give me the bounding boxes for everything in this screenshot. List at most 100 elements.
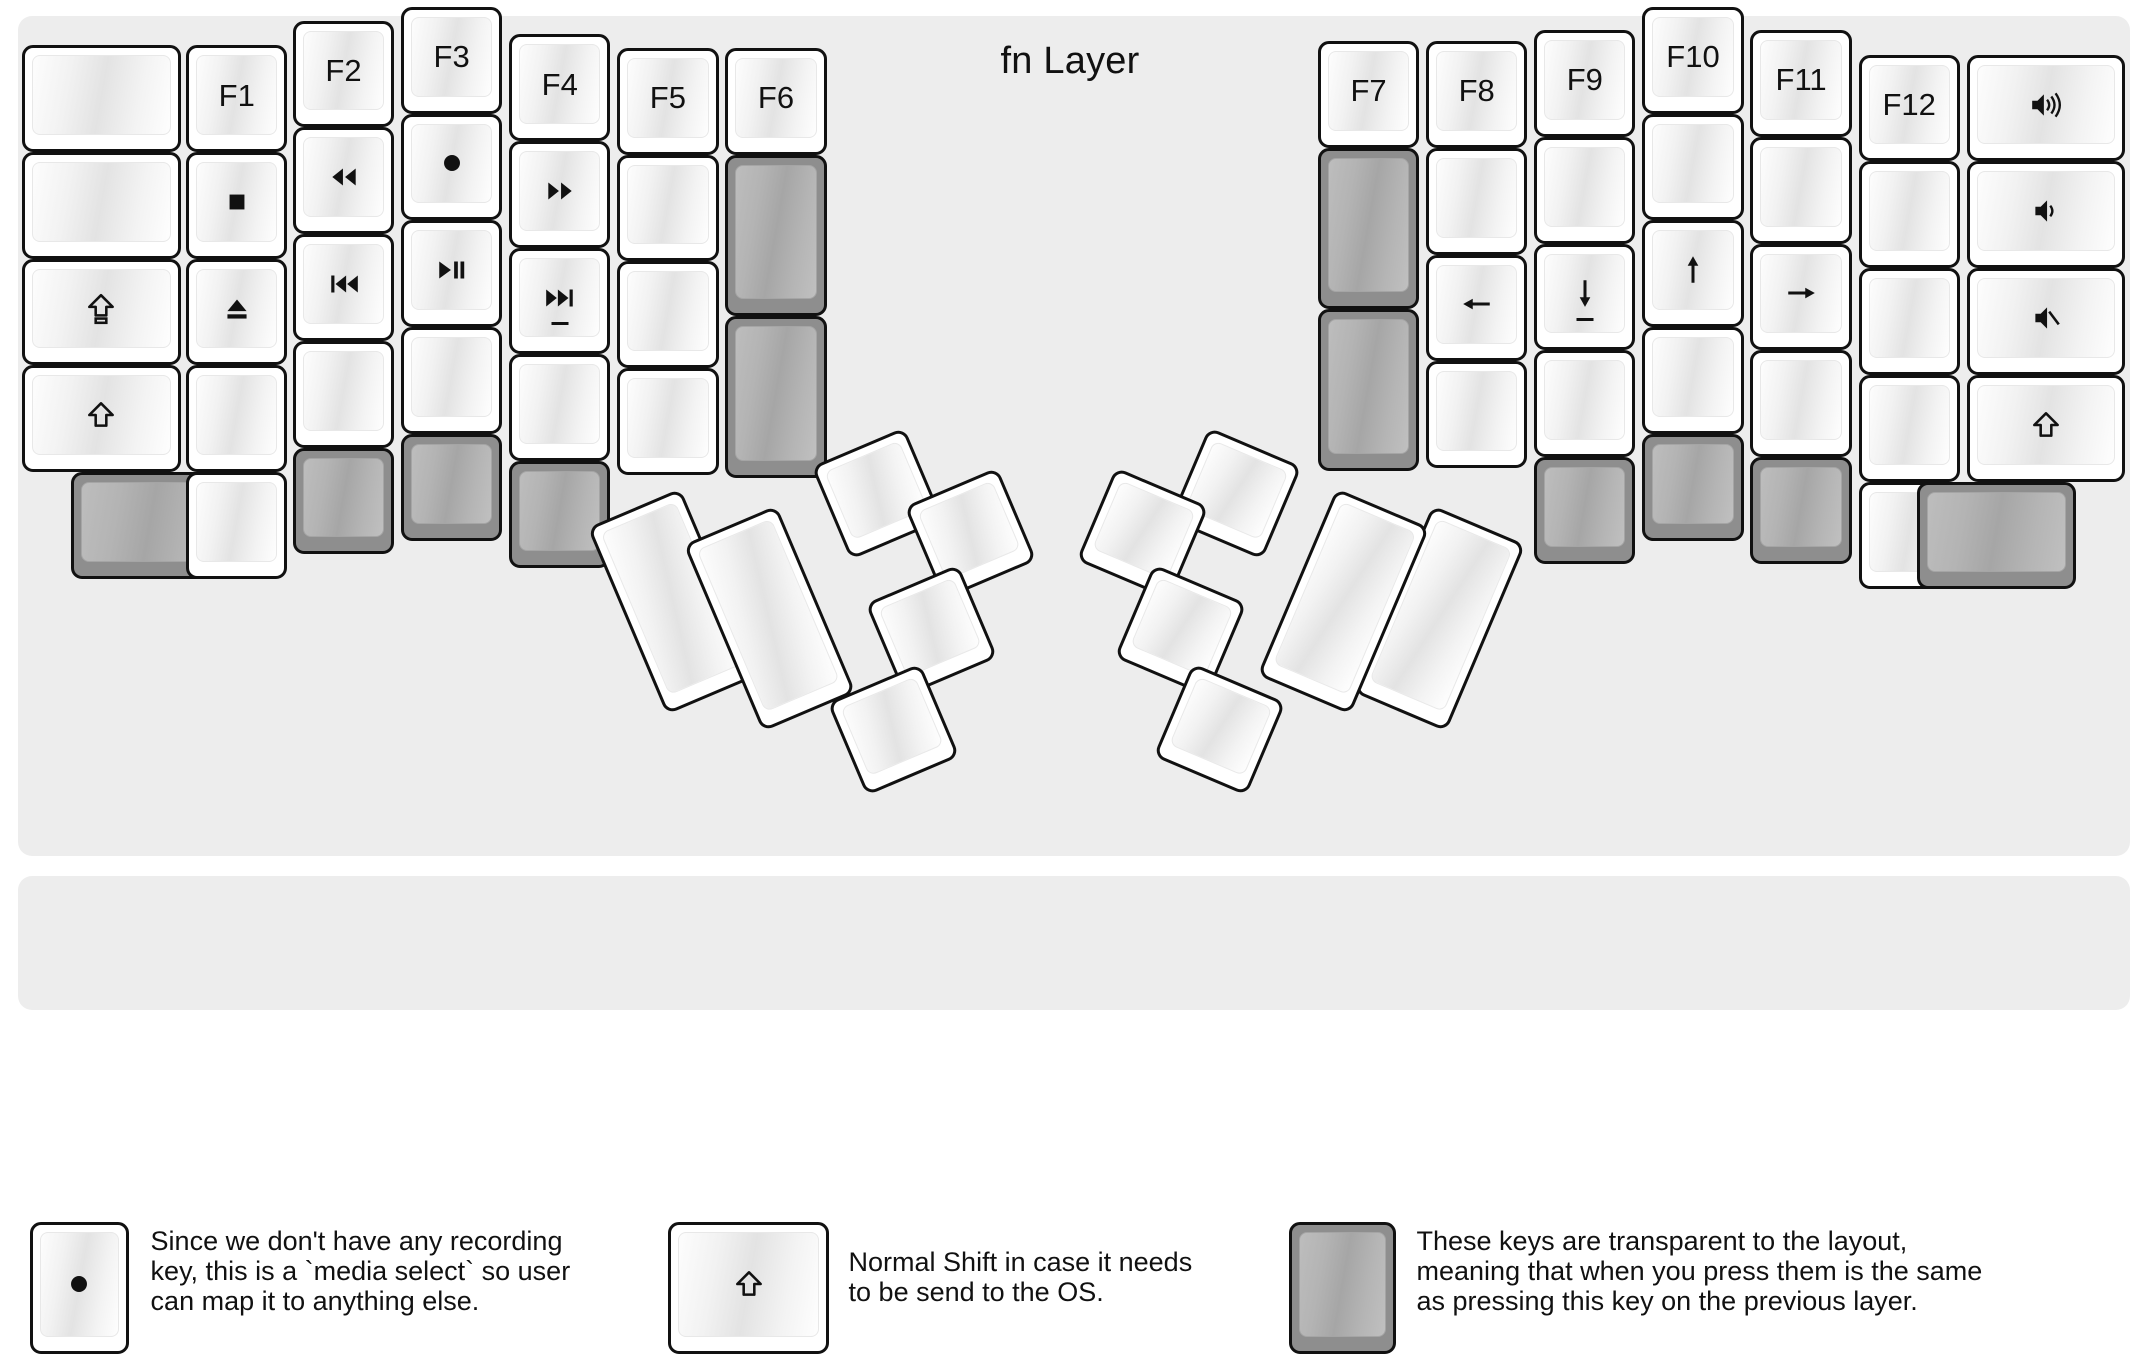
key-col-index-right-0[interactable]: F8 [1426, 41, 1528, 148]
key-col-middle-right-3[interactable] [1534, 350, 1636, 458]
key-col-index-right-1[interactable] [1426, 147, 1528, 255]
key-col-index-1[interactable] [509, 140, 611, 248]
page-title: fn Layer [1000, 40, 1140, 82]
key-col-middle-3[interactable] [401, 327, 503, 434]
key-cap-surface [302, 350, 385, 431]
key-cap-surface [31, 268, 171, 349]
key-col-inner-0[interactable]: F5 [617, 47, 719, 155]
key-col-ring-0[interactable]: F2 [292, 20, 395, 128]
key-cap-surface [1544, 467, 1626, 547]
key-col-far-right-1[interactable] [1966, 161, 2126, 269]
key-col-pinky-right-4[interactable] [1750, 457, 1852, 564]
key-cap-surface [1092, 480, 1197, 581]
key-col-pinky-right-0[interactable]: F11 [1750, 30, 1852, 137]
key-cap-surface [1760, 253, 1842, 334]
key-cap-surface [31, 375, 171, 456]
key-col-pinky-outer-1[interactable] [21, 151, 181, 259]
key-col-pinky-right-2[interactable] [1750, 243, 1852, 351]
key-col-middle-4[interactable] [401, 433, 503, 541]
key-col-middle-0[interactable]: F3 [401, 6, 503, 114]
key-cap-surface [878, 577, 983, 678]
key-cap-surface [411, 123, 493, 204]
key-cap-surface [1868, 278, 1950, 358]
key-col-pinky-3[interactable] [186, 365, 288, 473]
legend-media-select-key-sample [30, 1222, 129, 1354]
key-col-far-right-4[interactable] [1917, 481, 2077, 589]
key-cap-surface [1760, 467, 1842, 547]
key-col-pinky-outer-3[interactable] [21, 365, 181, 473]
key-col-ring-right-4[interactable] [1642, 433, 1744, 541]
key-cap-surface [196, 268, 278, 349]
key-cap-surface [1327, 157, 1410, 293]
key-col-index-3[interactable] [509, 354, 611, 462]
key-col-inner-right-2[interactable] [1317, 309, 1420, 471]
key-col-far-right-3[interactable] [1966, 375, 2126, 482]
key-cap-surface [1544, 40, 1626, 120]
key-col-inner-3[interactable] [617, 368, 719, 475]
key-col-far-right-0[interactable] [1966, 54, 2126, 162]
key-col-pinky-right-3[interactable] [1750, 350, 1852, 458]
key-col-pinky-0[interactable]: F1 [186, 45, 288, 152]
homing-bump-mark [1576, 318, 1594, 322]
key-col-pinky-right-1[interactable] [1750, 136, 1852, 244]
key-cap-surface [627, 378, 709, 458]
key-col-innermost-2[interactable] [725, 316, 827, 478]
key-col-ring-right-0[interactable]: F10 [1642, 6, 1744, 114]
key-cap-surface [1130, 577, 1235, 678]
key-col-middle-1[interactable] [401, 113, 503, 221]
media-record-icon [62, 1267, 96, 1301]
key-col-index-4[interactable] [509, 461, 611, 568]
key-cap-surface [1436, 371, 1518, 452]
key-col-middle-2[interactable] [401, 220, 503, 328]
key-col-inner-right-0[interactable]: F7 [1317, 41, 1420, 148]
legend-transparent-text: These keys are transparent to the layout… [1416, 1226, 1983, 1317]
key-col-middle-right-0[interactable]: F9 [1534, 30, 1636, 137]
key-col-inner-2[interactable] [617, 261, 719, 369]
key-col-middle-right-2[interactable] [1534, 243, 1636, 351]
key-cap-surface [1868, 64, 1950, 145]
key-col-ring-2[interactable] [292, 234, 395, 341]
key-col-ring-right-3[interactable] [1642, 327, 1744, 434]
key-col-pinky-outer-right-1[interactable] [1858, 161, 1960, 269]
key-cap-surface [1760, 360, 1842, 441]
key-col-innermost-0[interactable]: F6 [725, 47, 827, 155]
key-col-ring-4[interactable] [292, 447, 395, 555]
key-col-inner-1[interactable] [617, 154, 719, 262]
key-col-pinky-outer-right-3[interactable] [1858, 375, 1960, 482]
key-col-inner-right-1[interactable] [1317, 147, 1420, 310]
key-cap-surface [735, 57, 817, 138]
key-cap-surface [917, 480, 1021, 581]
key-col-pinky-1[interactable] [186, 151, 288, 259]
key-col-innermost-1[interactable] [725, 154, 827, 317]
key-cap-surface [735, 164, 817, 300]
key-col-pinky-outer-0[interactable] [21, 45, 181, 152]
key-col-index-2[interactable] [509, 247, 611, 355]
key-cap-surface [1652, 230, 1734, 311]
key-col-ring-right-1[interactable] [1642, 113, 1744, 221]
key-cap-surface [627, 271, 709, 352]
key-col-middle-right-4[interactable] [1534, 457, 1636, 564]
homing-bump-mark [551, 322, 569, 326]
key-cap-surface [519, 150, 601, 231]
key-col-pinky-4[interactable] [186, 472, 288, 579]
key-col-ring-right-2[interactable] [1642, 220, 1744, 328]
key-col-pinky-2[interactable] [186, 258, 288, 366]
key-col-pinky-outer-right-2[interactable] [1858, 268, 1960, 375]
key-cap-surface [302, 30, 385, 111]
key-cap-surface [1544, 146, 1626, 227]
key-col-pinky-outer-2[interactable] [21, 258, 181, 366]
key-cap-surface [411, 443, 493, 524]
key-col-index-right-2[interactable] [1426, 254, 1528, 362]
key-col-index-0[interactable]: F4 [509, 34, 611, 141]
key-cap-surface [196, 55, 278, 135]
key-cap-surface [302, 244, 385, 324]
key-col-far-right-2[interactable] [1966, 268, 2126, 375]
key-col-middle-right-1[interactable] [1534, 136, 1636, 244]
key-col-pinky-outer-right-0[interactable]: F12 [1858, 54, 1960, 162]
key-cap-surface [1544, 360, 1626, 441]
key-cap-surface [1436, 157, 1518, 238]
key-cap-surface [1299, 1232, 1386, 1337]
key-col-ring-1[interactable] [292, 127, 395, 235]
key-col-ring-3[interactable] [292, 340, 395, 448]
key-col-index-right-3[interactable] [1426, 361, 1528, 469]
